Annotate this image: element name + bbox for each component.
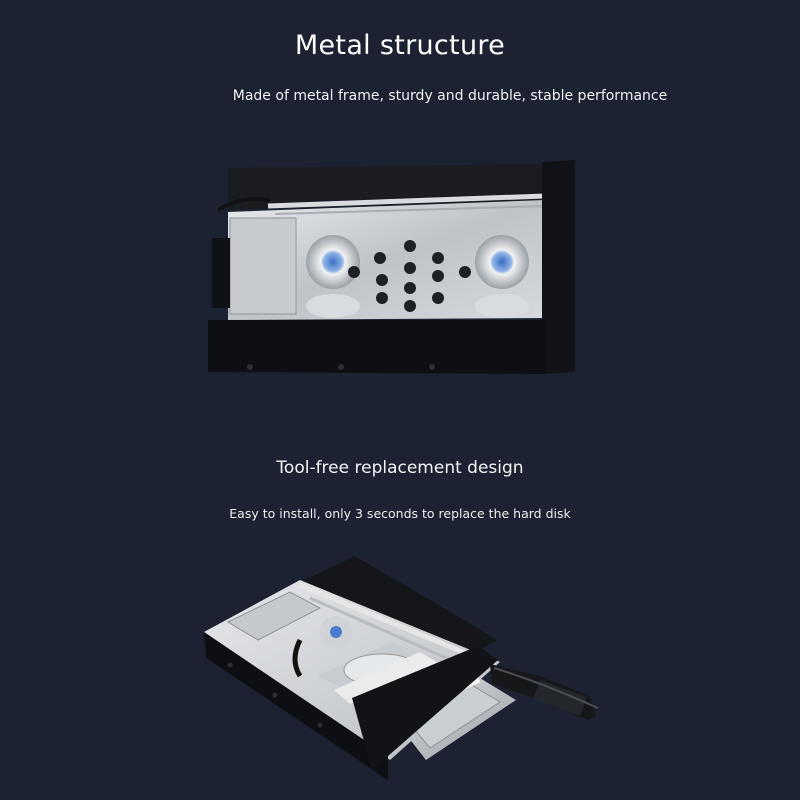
section-1-title: Metal structure (294, 30, 506, 61)
drive-bay-enclosure-image (208, 160, 575, 374)
drive-bay-tray-open-image (204, 556, 599, 780)
section-2-title: Tool-free replacement design (276, 458, 524, 478)
section-2-subtitle: Easy to install, only 3 seconds to repla… (229, 506, 571, 521)
section-1-subtitle: Made of metal frame, sturdy and durable,… (232, 88, 668, 104)
